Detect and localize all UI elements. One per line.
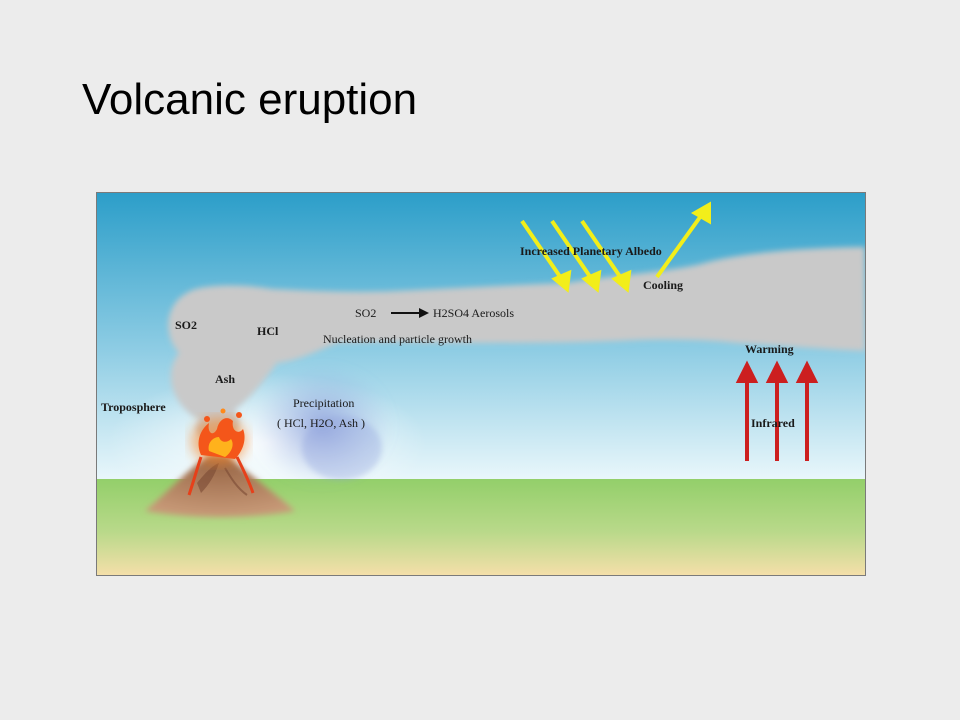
- sunlight-arrows: [520, 201, 711, 293]
- albedo-label: Increased Planetary Albedo: [520, 244, 662, 258]
- precipitation-label: Precipitation: [293, 396, 354, 410]
- arrow-right-icon: [391, 308, 429, 318]
- h2so4-label: H2SO4 Aerosols: [433, 306, 514, 320]
- sunlight-arrow: [520, 219, 565, 283]
- volcanic-eruption-diagram: Increased Planetary Albedo Cooling SO2 H…: [96, 192, 866, 576]
- ash-label: Ash: [215, 372, 235, 386]
- so2-left-label: SO2: [175, 318, 197, 332]
- volcano-icon: [145, 455, 295, 517]
- cooling-label: Cooling: [643, 278, 683, 292]
- warming-label: Warming: [745, 342, 794, 356]
- infrared-label: Infrared: [751, 416, 795, 430]
- rain-icon: [252, 365, 392, 485]
- sunlight-arrow: [550, 219, 595, 283]
- infrared-arrows: [735, 360, 819, 461]
- precip-species-label: ( HCl, H2O, Ash ): [277, 416, 365, 430]
- diagram-canvas: Increased Planetary Albedo Cooling SO2 H…: [97, 193, 865, 575]
- hcl-label: HCl: [257, 324, 279, 338]
- slide-title: Volcanic eruption: [82, 75, 418, 124]
- lava-fire-icon: [187, 408, 255, 496]
- sunlight-arrow: [580, 219, 625, 283]
- nucleation-label: Nucleation and particle growth: [323, 332, 472, 346]
- so2-top-label: SO2: [355, 306, 376, 320]
- troposphere-label: Troposphere: [101, 400, 166, 414]
- reflected-arrow: [655, 211, 705, 279]
